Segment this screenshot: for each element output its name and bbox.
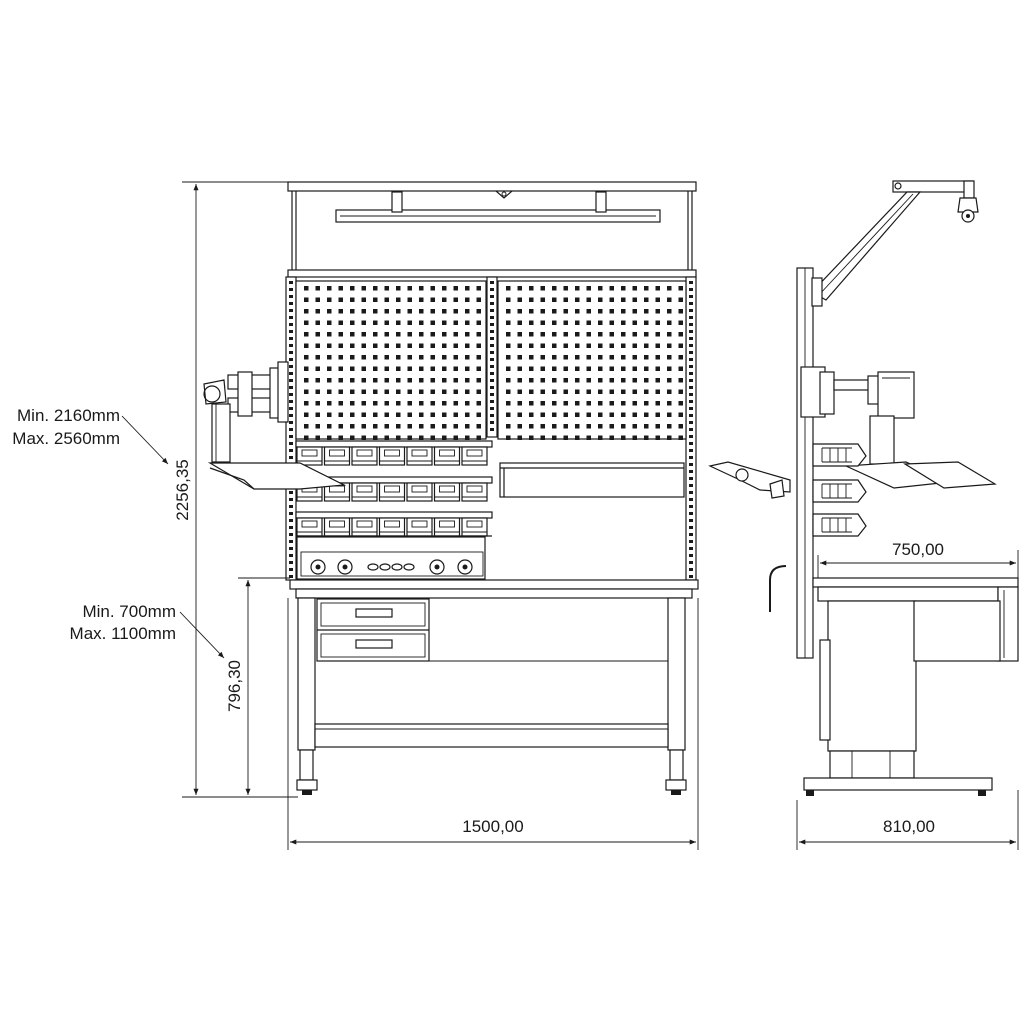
storage-bins xyxy=(295,440,493,537)
handle-icon xyxy=(769,565,787,612)
note-worktop-max: Max. 1100mm xyxy=(70,624,176,643)
drawer-unit xyxy=(316,598,430,662)
dim-width: 1500,00 xyxy=(462,817,523,836)
dim-side-depth: 810,00 xyxy=(883,817,935,836)
camera-icon xyxy=(957,197,979,213)
front-legs xyxy=(296,597,687,795)
shelf-tray xyxy=(499,462,685,498)
dim-side-worktop-depth: 750,00 xyxy=(892,540,944,559)
lamp-icon xyxy=(335,190,661,223)
side-worktop xyxy=(812,577,1019,588)
dim-total-height: 2256,35 xyxy=(173,459,192,520)
note-worktop-min: Min. 700mm xyxy=(82,602,176,621)
note-height-min: Min. 2160mm xyxy=(17,406,120,425)
note-height-max: Max. 2560mm xyxy=(12,429,120,448)
side-bins xyxy=(812,443,867,537)
monitor-arm-icon xyxy=(203,361,347,490)
side-view xyxy=(708,180,1019,796)
worktop xyxy=(289,579,699,590)
socket-icon xyxy=(310,559,473,575)
dimension-lines xyxy=(121,181,1019,850)
front-view xyxy=(203,181,699,795)
middle-upright xyxy=(486,276,498,438)
side-tray-icon xyxy=(708,461,997,499)
dim-worktop-height: 796,30 xyxy=(225,660,244,712)
side-monitor-arm-icon xyxy=(800,366,915,465)
power-strip xyxy=(296,536,486,580)
top-crossbar xyxy=(287,181,697,192)
switch-icon xyxy=(367,563,415,571)
